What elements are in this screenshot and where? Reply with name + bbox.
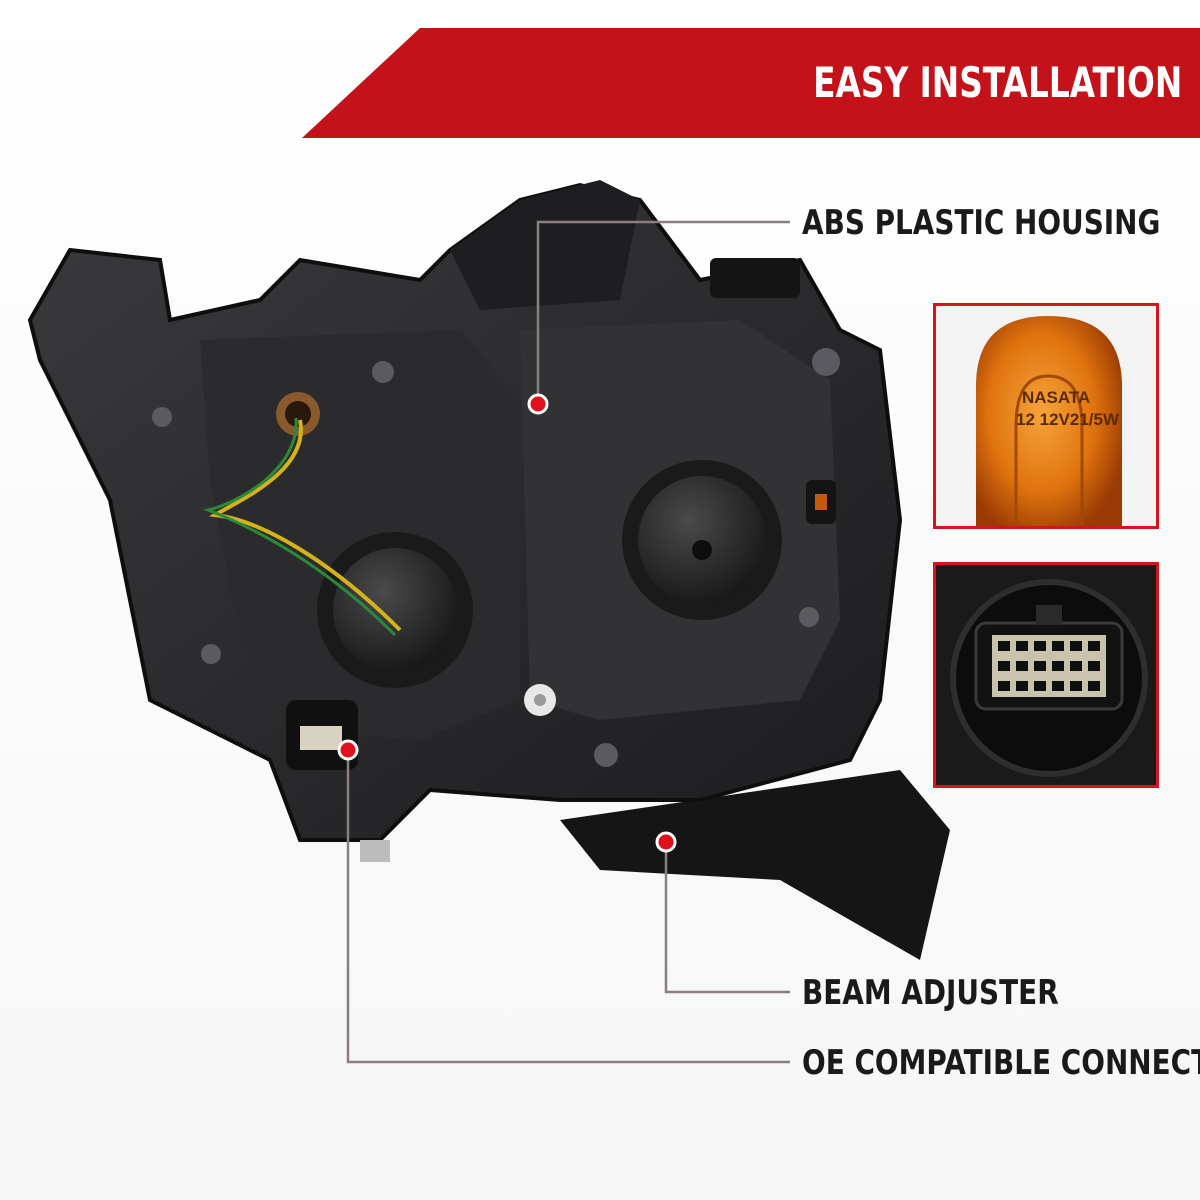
bulb-spec-text: 12 12V21/5W [1016,410,1120,429]
bulb-inset: NASATA 12 12V21/5W [933,303,1159,529]
amber-bulb-image [936,306,1156,526]
connector-inset [933,562,1159,788]
callout-abs-plastic-housing: ABS PLASTIC HOUSING [802,203,1161,243]
callout-beam-adjuster: BEAM ADJUSTER [802,973,1059,1013]
header-banner [302,28,1200,138]
bulb-brand-text: NASATA [1022,388,1091,407]
callout-oe-compatible-connector: OE COMPATIBLE CONNECTOR [802,1043,1200,1083]
banner-title: EASY INSTALLATION [812,58,1182,107]
connector-plug-image [936,565,1156,785]
